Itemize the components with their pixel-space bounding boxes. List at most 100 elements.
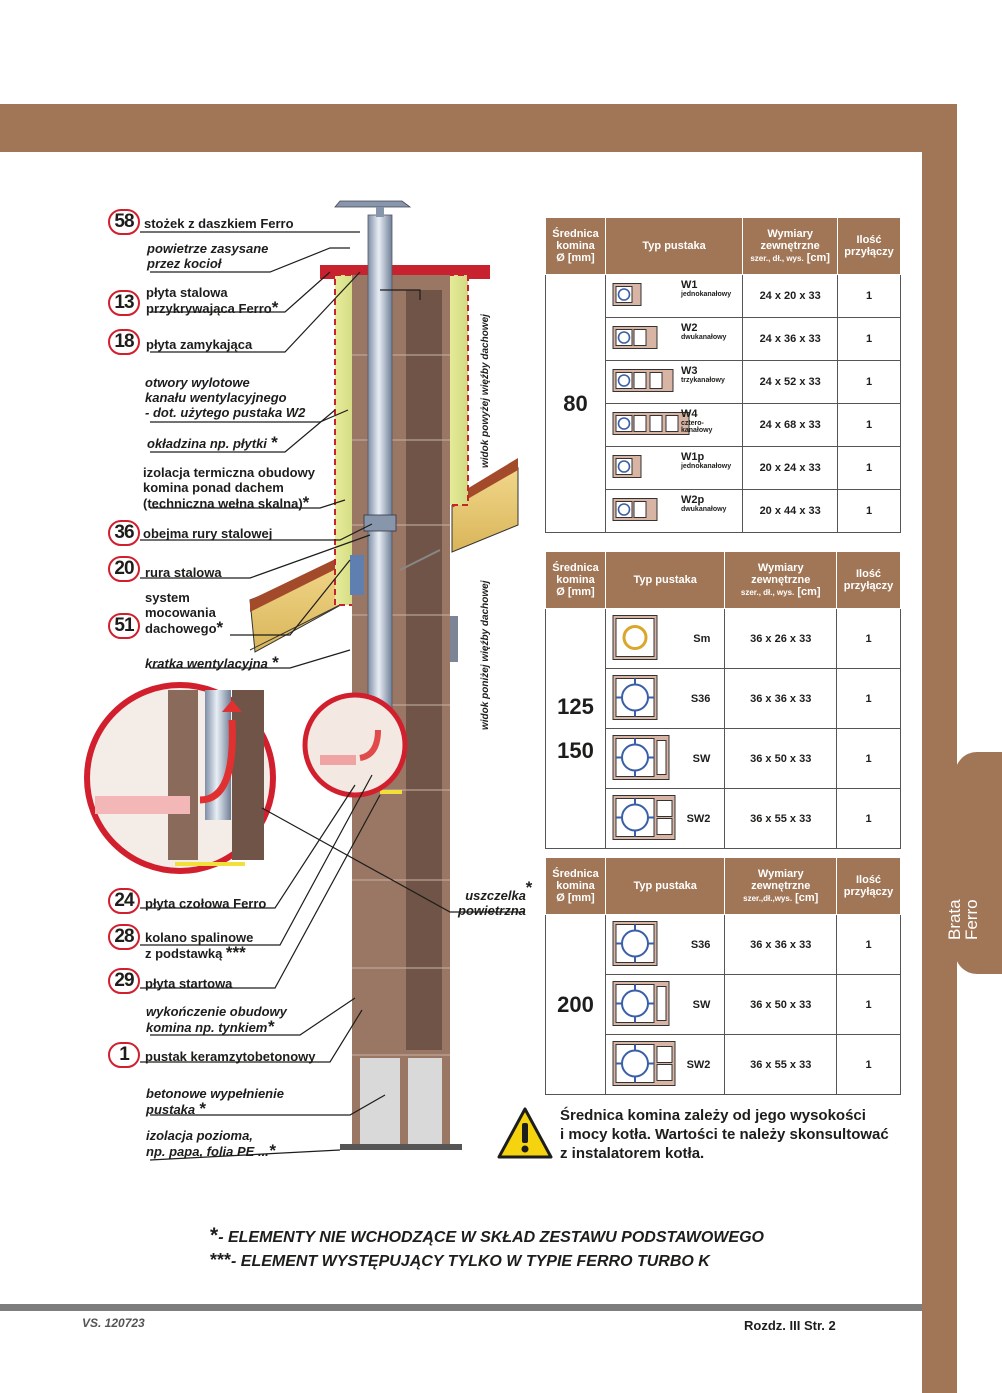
type-code: SW2 <box>686 812 711 825</box>
type-cell: SW <box>604 728 726 789</box>
top-brown-band <box>0 104 957 152</box>
count-cell: 1 <box>837 317 901 361</box>
footnote-turbo: ***- ELEMENT WYSTĘPUJĄCY TYLKO W TYPIE F… <box>210 1250 710 1270</box>
type-code-sub: cztero- kanałowy <box>680 420 713 434</box>
part-number-51: 51 <box>108 613 140 639</box>
start-plate <box>380 790 402 794</box>
dims-cell: 36 x 36 x 33 <box>724 668 838 729</box>
count-cell: 1 <box>837 360 901 404</box>
dims-cell: 20 x 24 x 33 <box>742 446 839 490</box>
count-cell: 1 <box>837 489 901 533</box>
block-cross-section-icon <box>612 674 658 720</box>
side-tab <box>955 752 1002 974</box>
part-number-1: 1 <box>108 1042 140 1068</box>
label-cone-cap: stożek z daszkiem Ferro <box>144 216 294 231</box>
type-cell: Sm <box>604 608 726 669</box>
dims-cell: 24 x 68 x 33 <box>742 403 839 447</box>
dims-cell: 36 x 50 x 33 <box>724 728 838 789</box>
count-cell: 1 <box>837 274 901 318</box>
insulation-right <box>447 274 469 506</box>
type-cell: SW2 <box>604 788 726 849</box>
count-cell: 1 <box>836 608 901 669</box>
label-steel-pipe: rura stalowa <box>145 565 222 580</box>
star-air-seal: * <box>525 878 532 897</box>
type-code-name: W2p <box>680 494 705 506</box>
part-number-36: 36 <box>108 520 140 546</box>
label-cover-plate: płyta stalowa przykrywająca Ferro* <box>146 285 279 317</box>
block-drawing <box>612 1040 676 1089</box>
label-start-plate: płyta startowa <box>145 976 233 991</box>
footer-rule <box>0 1304 922 1311</box>
label-closing-plate: płyta zamykająca <box>146 337 253 352</box>
label-front-plate: płyta czołowa Ferro <box>145 896 267 911</box>
type-code-sub: dwukanałowy <box>680 334 727 341</box>
part-number-24: 24 <box>108 888 140 914</box>
type-code-name: W3 <box>680 365 698 377</box>
type-code: SW <box>692 998 711 1011</box>
block-drawing <box>612 369 674 396</box>
horizontal-insulation <box>340 1144 462 1150</box>
type-cell: S36 <box>604 914 726 975</box>
dims-cell: 24 x 20 x 33 <box>742 274 839 318</box>
version-code: VS. 120723 <box>82 1316 145 1330</box>
part-number-29: 29 <box>108 968 140 994</box>
block-drawing <box>612 455 642 482</box>
diameter-cell: 80 <box>545 274 606 533</box>
header-type: Typ pustaka <box>604 217 744 275</box>
label-pipe-clamp: obejma rury stalowej <box>143 526 273 541</box>
header-type: Typ pustaka <box>604 857 726 915</box>
block-drawing <box>612 412 690 439</box>
detail-circle-small <box>302 692 408 798</box>
header-connections: Ilość przyłączy <box>836 551 901 609</box>
count-cell: 1 <box>836 1034 901 1095</box>
block-drawing <box>612 498 658 525</box>
type-code-name: W1p <box>680 451 705 463</box>
label-vent-grille: kratka wentylacyjna * <box>145 653 279 672</box>
label-flue-elbow: kolano spalinowe z podstawką *** <box>145 930 254 962</box>
concrete-fill-left <box>360 1058 400 1148</box>
label-cladding: okładzina np. płytki * <box>147 433 278 452</box>
block-cross-section-icon <box>612 498 658 521</box>
label-air-intake: powietrze zasysane przez kocioł <box>147 241 269 271</box>
header-diameter: Średnica komina Ø [mm] <box>545 217 606 275</box>
table-diameter-125-150: Średnica komina Ø [mm] Typ pustaka Wymia… <box>545 551 901 849</box>
block-drawing <box>612 674 658 723</box>
count-cell: 1 <box>836 668 901 729</box>
type-code-sub: jednokanałowy <box>680 291 732 298</box>
footnote-basic-set: *- ELEMENTY NIE WCHODZĄCE W SKŁAD ZESTAW… <box>210 1224 764 1247</box>
count-cell: 1 <box>836 914 901 975</box>
label-roof-mount: system mocowania dachowego* <box>145 590 224 637</box>
concrete-fill-right <box>408 1058 442 1148</box>
dims-cell: 36 x 55 x 33 <box>724 788 838 849</box>
type-code-name: W4 <box>680 408 698 420</box>
table-diameter-80: Średnica komina Ø [mm] Typ pustaka Wymia… <box>545 217 901 533</box>
page-reference: Rozdz. III Str. 2 <box>744 1318 836 1333</box>
label-concrete-fill: betonowe wypełnienie pustaka * <box>146 1086 284 1118</box>
block-drawing <box>612 980 670 1029</box>
block-drawing <box>612 614 658 663</box>
roof-bracket <box>350 555 364 595</box>
type-code-name: W2 <box>680 322 698 334</box>
block-cross-section-icon <box>612 369 674 392</box>
type-cell: SW <box>604 974 726 1035</box>
part-number-58: 58 <box>108 209 140 235</box>
cone-cap <box>334 200 412 208</box>
header-connections: Ilość przyłączy <box>836 857 901 915</box>
label-view-below-roof: widok poniżej więźby dachowej <box>480 580 491 730</box>
